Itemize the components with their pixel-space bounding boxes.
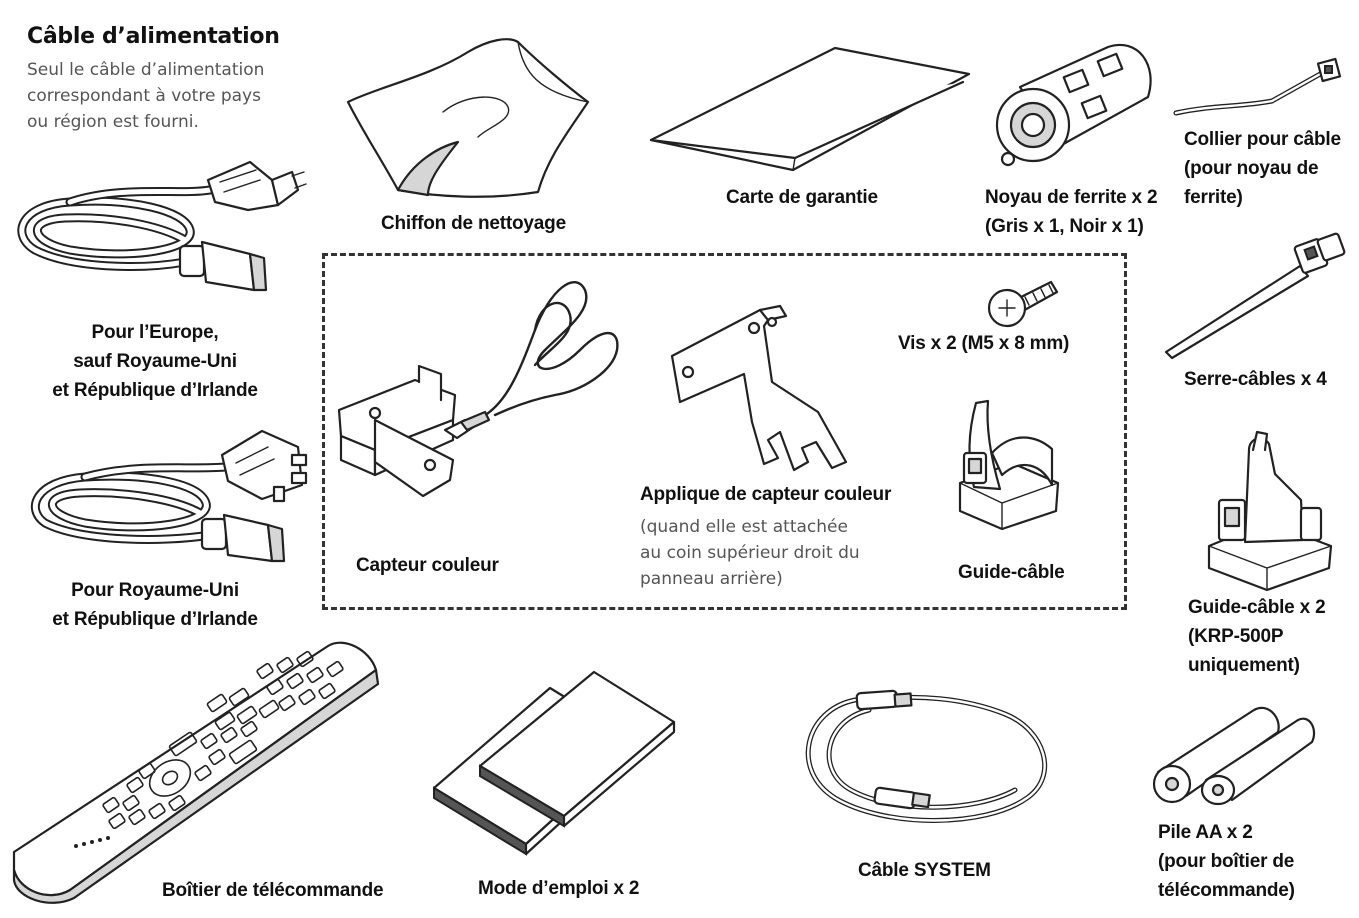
power-cable-heading: Câble d’alimentation xyxy=(27,24,280,49)
screws-label: Vis x 2 (M5 x 8 mm) xyxy=(898,333,1070,354)
sensor-bracket-illustration xyxy=(670,304,848,472)
power-cable-note: Seul le câble d’alimentation corresponda… xyxy=(27,57,264,135)
aa-batteries-illustration xyxy=(1152,706,1316,806)
label-line: Noyau de ferrite x 2 xyxy=(985,187,1158,208)
color-sensor-illustration xyxy=(337,281,619,498)
cleaning-cloth-label: Chiffon de nettoyage xyxy=(381,213,566,234)
cleaning-cloth-illustration xyxy=(346,38,590,198)
label-line: (Gris x 1, Noir x 1) xyxy=(985,216,1144,237)
label-line: Pour Royaume-Uni xyxy=(71,580,239,601)
uk-cord-coils-icon xyxy=(31,462,230,544)
label-line: ferrite) xyxy=(1184,187,1243,208)
cable-ties-label: Serre-câbles x 4 xyxy=(1184,369,1327,390)
cable-ties-illustration xyxy=(1164,232,1346,360)
label-line: télécommande) xyxy=(1158,880,1295,901)
note-line: correspondant à votre pays xyxy=(27,86,261,106)
europe-cord-label: Pour l’Europe, sauf Royaume-Uni et Répub… xyxy=(30,318,280,405)
warranty-card-illustration xyxy=(649,46,971,172)
uk-power-cord-illustration xyxy=(31,429,308,563)
label-line: Pile AA x 2 xyxy=(1158,822,1253,843)
europe-power-cord-illustration xyxy=(17,160,307,292)
remote-control-illustration xyxy=(12,641,380,904)
label-line: Collier pour câble xyxy=(1184,129,1341,150)
note-line: ou région est fourni. xyxy=(27,112,199,132)
screw-illustration xyxy=(987,280,1059,328)
label-line: (KRP-500P xyxy=(1188,626,1284,647)
uk-cord-label: Pour Royaume-Uni et République d’Irlande xyxy=(30,576,280,634)
remote-control-label: Boîtier de télécommande xyxy=(162,880,384,901)
operating-manuals-label: Mode d’emploi x 2 xyxy=(478,878,640,899)
label-line: Guide-câble x 2 xyxy=(1188,597,1326,618)
ferrite-core-illustration xyxy=(995,44,1152,167)
color-sensor-label: Capteur couleur xyxy=(356,555,499,576)
aa-batteries-label: Pile AA x 2 (pour boîtier de télécommand… xyxy=(1158,818,1295,905)
cable-guide-x2-illustration xyxy=(1207,430,1333,592)
cable-guide-label: Guide-câble xyxy=(958,562,1065,583)
cable-guide-x2-label: Guide-câble x 2 (KRP-500P uniquement) xyxy=(1188,593,1326,680)
remote-buttons-icon xyxy=(102,650,344,830)
note-line: panneau arrière) xyxy=(640,569,783,589)
system-cable-illustration xyxy=(805,689,1047,823)
cable-guide-illustration xyxy=(958,399,1060,531)
europe-cord-coils-icon xyxy=(17,185,215,271)
label-line: (pour boîtier de xyxy=(1158,851,1295,872)
sensor-bracket-label: Applique de capteur couleur xyxy=(640,484,892,505)
ferrite-cable-tie-illustration xyxy=(1173,57,1342,116)
iec-connector-icon xyxy=(178,240,268,292)
label-line: Pour l’Europe, xyxy=(91,322,219,343)
label-line: et République d’Irlande xyxy=(52,609,258,630)
schuko-plug-icon xyxy=(206,160,307,212)
optional-accessories-dashed-group xyxy=(322,253,1127,610)
note-line: au coin supérieur droit du xyxy=(640,543,860,563)
note-line: Seul le câble d’alimentation xyxy=(27,60,265,80)
remote-indicator-dots-icon xyxy=(74,836,110,848)
ferrite-cable-tie-label: Collier pour câble (pour noyau de ferrit… xyxy=(1184,125,1341,212)
uk-iec-connector-icon xyxy=(200,513,286,563)
label-line: sauf Royaume-Uni xyxy=(73,351,237,372)
sensor-bracket-note: (quand elle est attachée au coin supérie… xyxy=(640,514,860,592)
warranty-card-label: Carte de garantie xyxy=(726,187,878,208)
label-line: (pour noyau de xyxy=(1184,158,1319,179)
label-line: et République d’Irlande xyxy=(52,380,258,401)
system-cable-label: Câble SYSTEM xyxy=(858,860,991,881)
label-line: uniquement) xyxy=(1188,655,1300,676)
operating-manuals-illustration xyxy=(432,670,676,856)
uk-plug-icon xyxy=(220,429,308,503)
note-line: (quand elle est attachée xyxy=(640,517,848,537)
ferrite-core-label: Noyau de ferrite x 2 (Gris x 1, Noir x 1… xyxy=(985,183,1158,241)
